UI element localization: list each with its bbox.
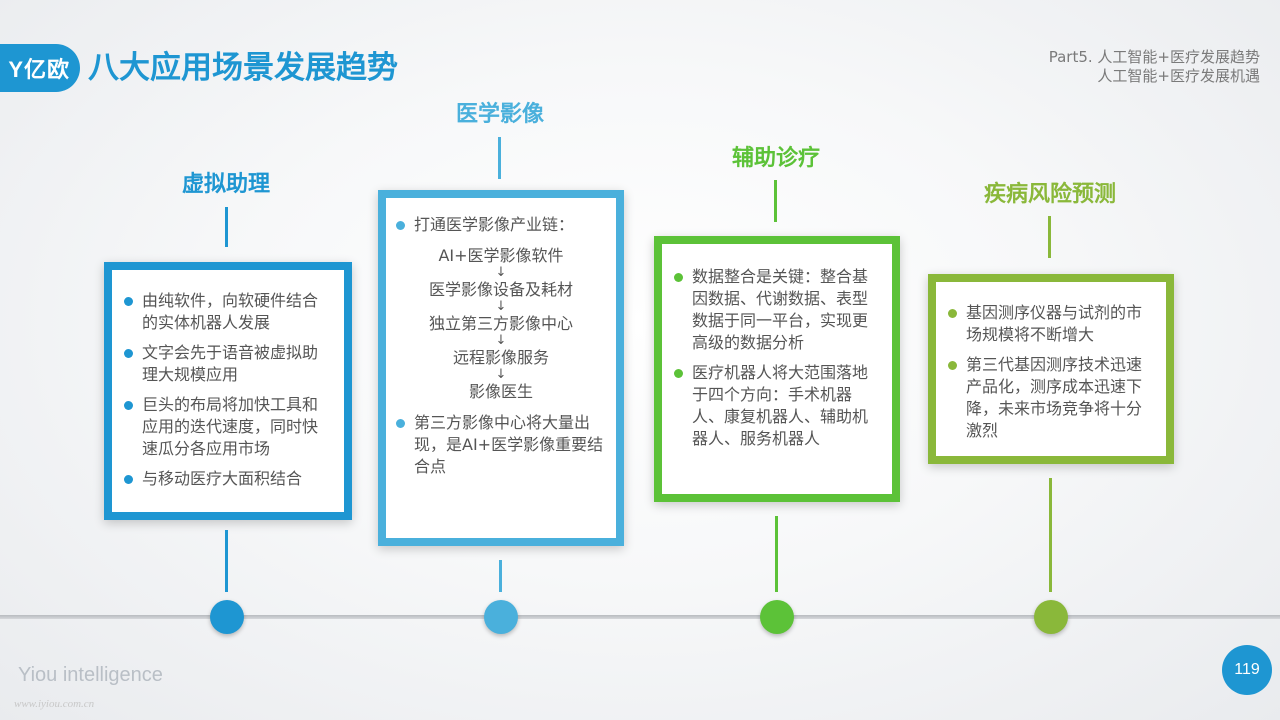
- column-title-disease-risk-prediction: 疾病风险预测: [983, 182, 1116, 207]
- bullet-item: 医疗机器人将大范围落地于四个方向：手术机器人、康复机器人、辅助机器人、服务机器人: [674, 362, 880, 450]
- timeline-node-1: [210, 600, 244, 634]
- bullet-dot: [124, 475, 133, 484]
- page-number: 119: [1234, 661, 1260, 678]
- timeline-node-2: [484, 600, 518, 634]
- column-title-assisted-diagnosis: 辅助诊疗: [731, 146, 820, 171]
- page-title: 八大应用场景发展趋势: [88, 50, 398, 86]
- card-assisted-diagnosis: 数据整合是关键：整合基因数据、代谢数据、表型数据于同一平台，实现更高级的数据分析…: [654, 236, 900, 502]
- bullet-dot: [674, 369, 683, 378]
- logo-badge: Y亿欧: [0, 44, 80, 92]
- chain-step: 远程影像服务: [452, 348, 549, 367]
- section-line-1: Part5. 人工智能+医疗发展趋势: [1048, 48, 1260, 66]
- connector-bottom-2: [499, 560, 502, 592]
- bullet-dot: [124, 297, 133, 306]
- bullet-item: 打通医学影像产业链：: [396, 214, 606, 236]
- down-arrow-icon: ↓: [495, 367, 507, 382]
- connector-top-1: [225, 207, 228, 247]
- card-disease-risk-prediction: 基因测序仪器与试剂的市场规模将不断增大 第三代基因测序技术迅速产品化，测序成本迅…: [928, 274, 1174, 464]
- chain-step: 影像医生: [468, 382, 533, 401]
- logo-text: Y亿欧: [8, 57, 70, 82]
- bullet-item: 数据整合是关键：整合基因数据、代谢数据、表型数据于同一平台，实现更高级的数据分析: [674, 266, 880, 354]
- bullet-dot: [674, 273, 683, 282]
- bullet-dot: [124, 349, 133, 358]
- section-line-2: 人工智能+医疗发展机遇: [1097, 67, 1260, 85]
- bullet-item: 与移动医疗大面积结合: [124, 468, 332, 490]
- card-medical-imaging: 打通医学影像产业链： AI+医学影像软件 ↓ 医学影像设备及耗材 ↓ 独立第三方…: [378, 190, 624, 546]
- bullet-item: 由纯软件，向软硬件结合的实体机器人发展: [124, 290, 332, 334]
- connector-bottom-4: [1049, 478, 1052, 592]
- footer-brand: Yiou intelligence: [18, 664, 163, 686]
- down-arrow-icon: ↓: [495, 333, 507, 348]
- card-virtual-assistant: 由纯软件，向软硬件结合的实体机器人发展 文字会先于语音被虚拟助理大规模应用 巨头…: [104, 262, 352, 520]
- chain-step: 独立第三方影像中心: [428, 314, 573, 333]
- bullet-item: 巨头的布局将加快工具和应用的迭代速度，同时快速瓜分各应用市场: [124, 394, 332, 460]
- connector-top-4: [1048, 216, 1051, 258]
- bullet-item: 文字会先于语音被虚拟助理大规模应用: [124, 342, 332, 386]
- bullet-dot: [124, 401, 133, 410]
- connector-bottom-3: [775, 516, 778, 592]
- bullet-dot: [396, 221, 405, 230]
- connector-top-3: [774, 180, 777, 222]
- timeline-node-4: [1034, 600, 1068, 634]
- section-info: Part5. 人工智能+医疗发展趋势 人工智能+医疗发展机遇: [1049, 48, 1260, 86]
- chain-step: AI+医学影像软件: [438, 246, 564, 265]
- column-title-virtual-assistant: 虚拟助理: [181, 172, 270, 197]
- footer-url: www.iyiou.com.cn: [14, 698, 95, 710]
- down-arrow-icon: ↓: [495, 265, 507, 280]
- bullet-item: 基因测序仪器与试剂的市场规模将不断增大: [948, 302, 1154, 346]
- bullet-dot: [948, 361, 957, 370]
- industry-chain: AI+医学影像软件 ↓ 医学影像设备及耗材 ↓ 独立第三方影像中心 ↓ 远程影像…: [396, 246, 606, 402]
- bullet-item: 第三方影像中心将大量出现，是AI+医学影像重要结合点: [396, 412, 606, 478]
- bullet-dot: [948, 309, 957, 318]
- page-number-badge: 119: [1222, 645, 1272, 695]
- down-arrow-icon: ↓: [495, 299, 507, 314]
- connector-bottom-1: [225, 530, 228, 592]
- bullet-item: 第三代基因测序技术迅速产品化，测序成本迅速下降，未来市场竞争将十分激烈: [948, 354, 1154, 442]
- connector-top-2: [498, 137, 501, 179]
- chain-step: 医学影像设备及耗材: [428, 280, 573, 299]
- bullet-dot: [396, 419, 405, 428]
- timeline-axis: [0, 615, 1280, 619]
- timeline-node-3: [760, 600, 794, 634]
- column-title-medical-imaging: 医学影像: [455, 102, 544, 127]
